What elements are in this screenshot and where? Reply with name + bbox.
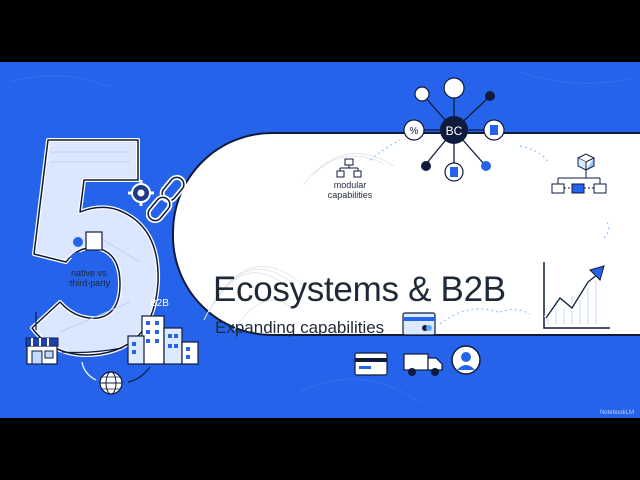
people-icon	[69, 231, 103, 258]
modular-blocks-icon	[336, 158, 362, 178]
storefront-icon	[25, 337, 59, 365]
hub-logo-text: BC	[446, 124, 463, 138]
flowchart-icon	[551, 153, 607, 194]
native-vs-third-party-label: native vs. third-party	[69, 268, 111, 288]
globe-icon	[99, 371, 123, 395]
delivery-truck-icon	[403, 353, 443, 376]
office-buildings-icon	[127, 315, 199, 365]
slide: native vs. third-party	[0, 62, 640, 418]
b2b-label: B2B	[150, 298, 169, 309]
slide-background	[9, 71, 636, 403]
card-fingerprint-pattern	[203, 153, 395, 330]
left-flow-arrows	[35, 312, 151, 383]
gear-icon	[128, 180, 154, 206]
card-flow-arrows	[369, 139, 610, 325]
slide-title: Ecosystems & B2B	[213, 270, 506, 309]
svg-text:%: %	[410, 126, 419, 137]
credit-card-icon	[402, 312, 436, 336]
modular-capabilities-label: modular capabilities	[327, 180, 373, 200]
hub-network-icon: BC %	[403, 77, 505, 182]
payment-card-icon	[354, 352, 388, 376]
user-avatar-icon	[451, 345, 481, 375]
chain-link-icon	[146, 174, 187, 224]
notebooklm-watermark: NotebookLM	[599, 410, 634, 416]
slide-subtitle: Expanding capabilities	[215, 318, 385, 337]
growth-chart-icon	[543, 262, 610, 329]
